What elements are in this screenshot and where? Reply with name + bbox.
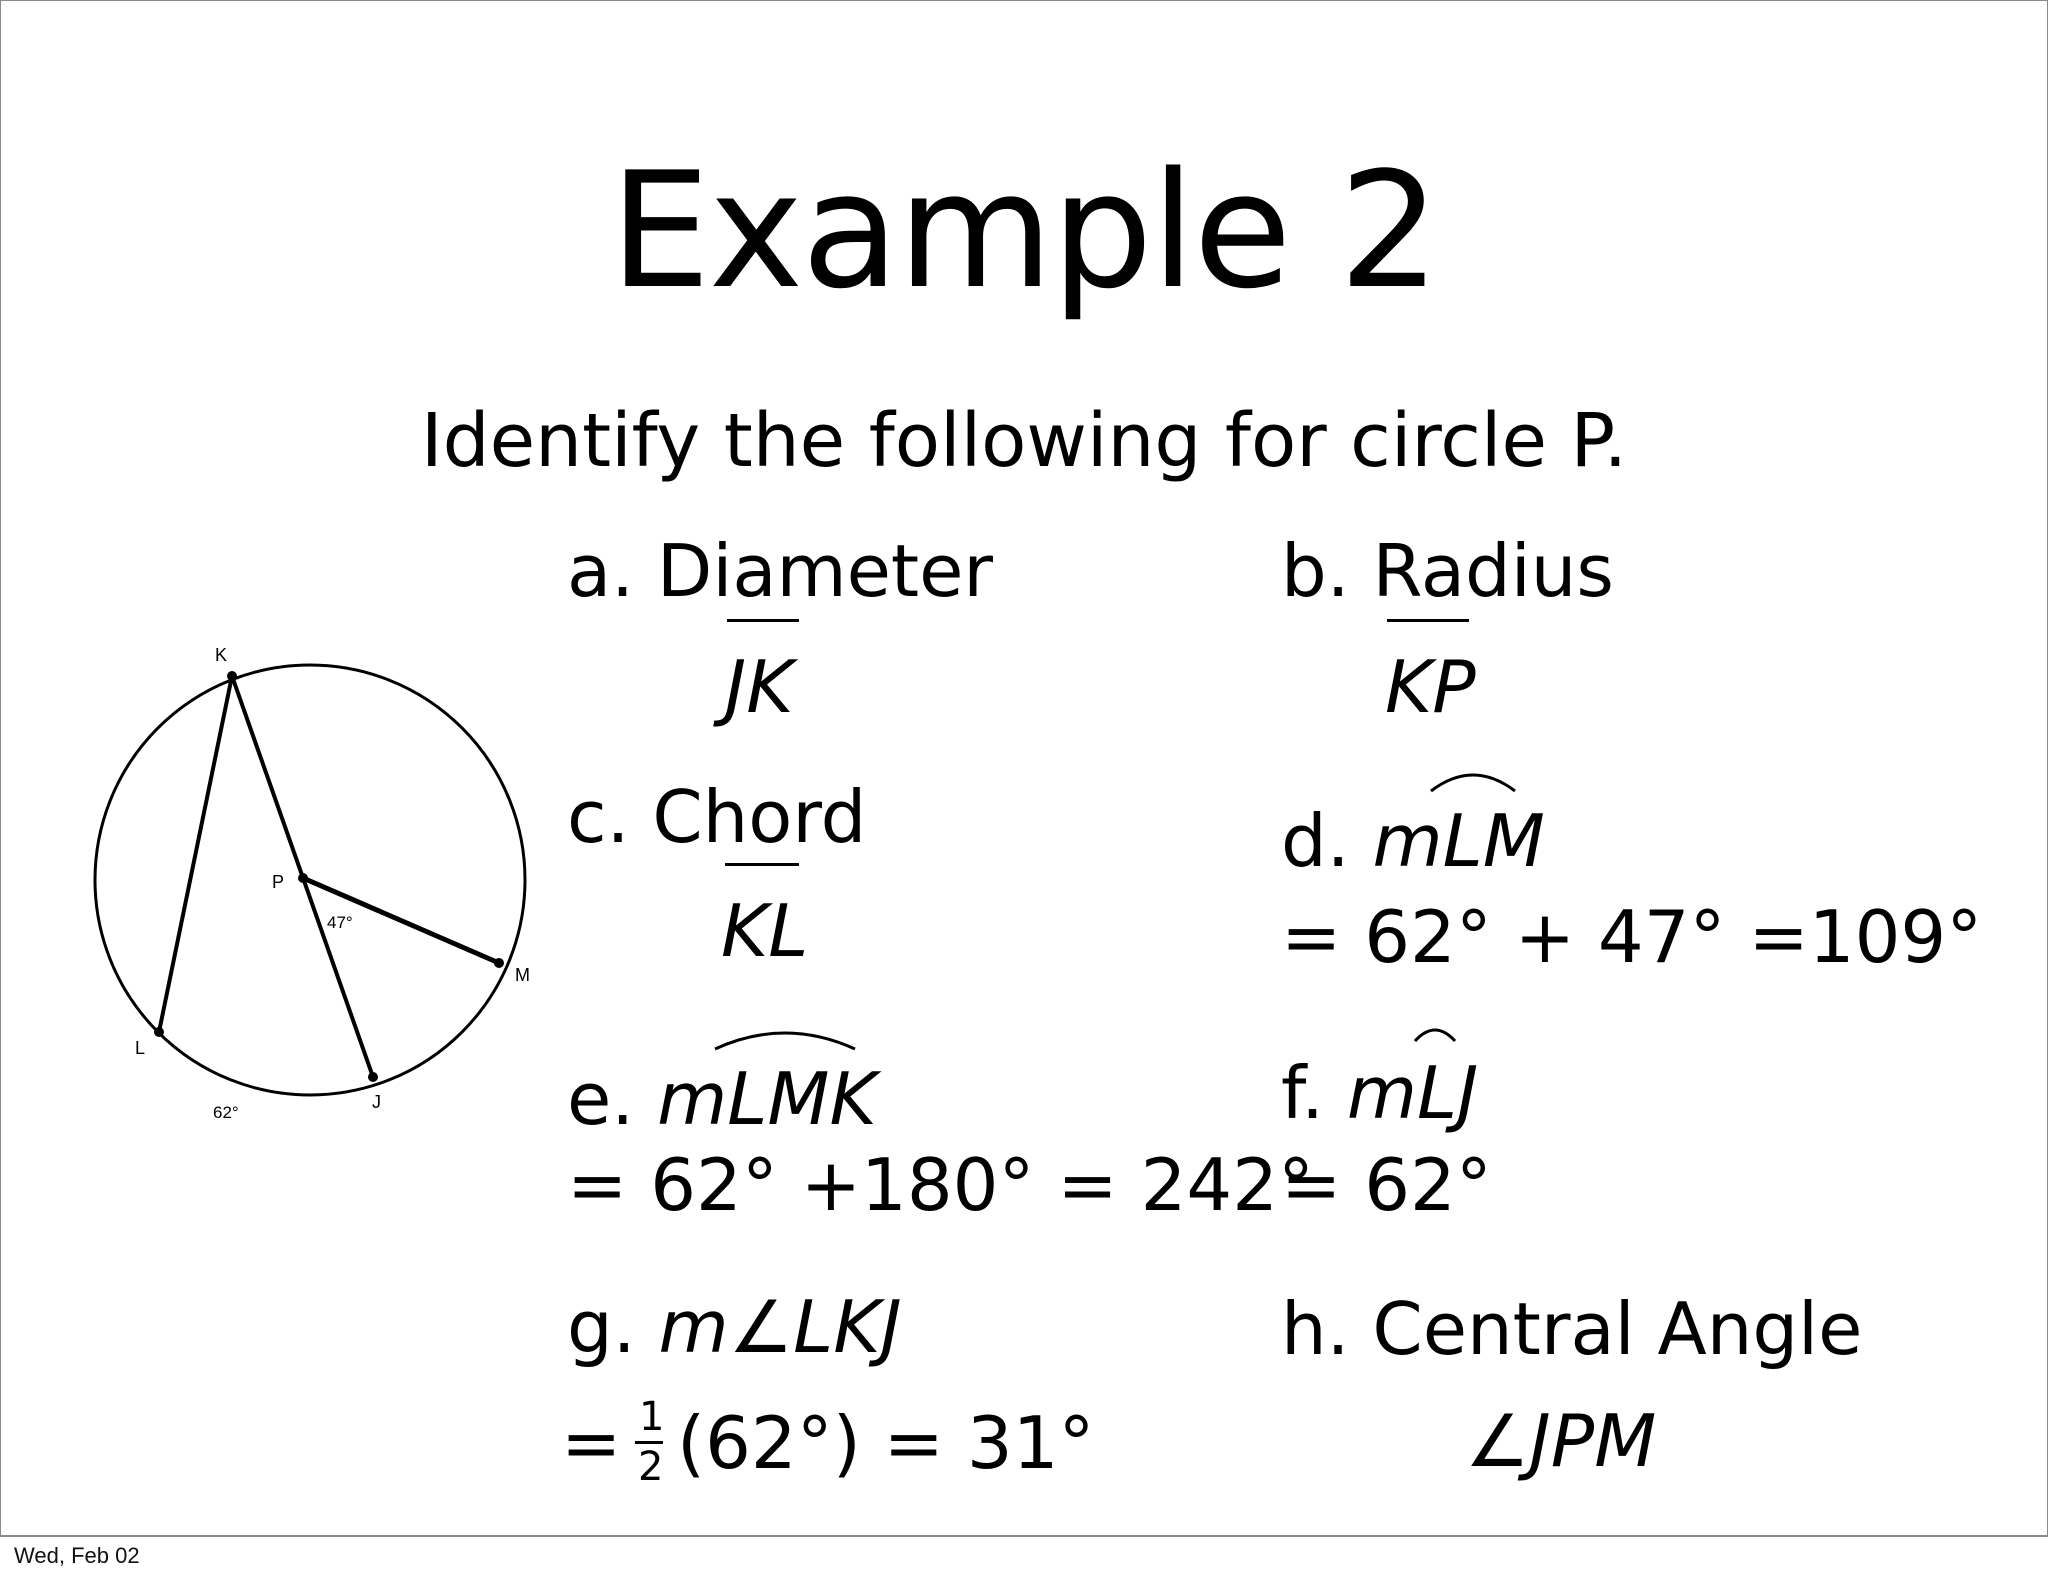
item-g-answer: (62°) = 31° [677,1401,1095,1485]
label-k: K [215,645,227,665]
slide: Example 2 Identify the following for cir… [0,0,2048,1536]
label-j: J [372,1092,381,1112]
item-h-prefix: h. [1281,1287,1350,1371]
item-d-label: d. mLM [1281,801,1545,881]
item-d-text: mLM [1372,799,1545,883]
item-d-answer: = 62° + 47° =109° [1281,895,1983,979]
item-g-label: g. m∠LKJ [567,1287,902,1367]
item-e-answer: = 62° +180° = 242° [567,1143,1314,1227]
arc-label: 62° [213,1103,239,1122]
point-m [494,958,504,968]
item-c-prefix: c. [567,775,630,859]
slide-title: Example 2 [609,137,1441,324]
item-a-overline [727,619,799,622]
item-g-frac-num: 1 [639,1394,665,1440]
item-c-text: Chord [652,775,867,859]
point-l [154,1027,164,1037]
point-k [227,671,237,681]
item-b-overline [1387,619,1469,622]
item-a-prefix: a. [567,529,635,613]
label-p: P [272,872,284,892]
item-d-prefix: d. [1281,799,1350,883]
item-f-label: f. mLJ [1281,1053,1478,1133]
item-h-answer: ∠JPM [1465,1399,1657,1483]
item-g-frac-bar [635,1441,663,1444]
item-g-answer-eq: = [561,1401,622,1485]
item-g-prefix: g. [567,1285,636,1369]
footer-bar: Wed, Feb 02 [0,1536,2048,1577]
item-g-frac-den: 2 [638,1444,664,1490]
item-b-prefix: b. [1281,529,1350,613]
angle-label: 47° [327,913,353,932]
item-e-label: e. mLMK [567,1059,877,1139]
item-e-arc-mark [714,1031,856,1051]
item-a-text: Diameter [656,529,994,613]
item-c-overline [725,863,799,866]
item-e-prefix: e. [567,1057,635,1141]
footer-date: Wed, Feb 02 [14,1543,140,1568]
item-d-arc-mark [1430,773,1516,793]
item-f-prefix: f. [1281,1051,1324,1135]
item-a-answer: JK [725,645,794,729]
point-p [298,873,308,883]
item-c-answer: KL [721,889,809,973]
item-h-text: Central Angle [1372,1287,1863,1371]
item-b-label: b. Radius [1281,531,1614,611]
slide-subtitle: Identify the following for circle P. [1,401,2047,481]
circle-diagram: K P M L J 47° 62° [93,645,530,1122]
item-b-answer: KP [1385,645,1476,729]
radius-pm [302,875,500,966]
item-b-text: Radius [1372,529,1614,613]
item-g-text: m∠LKJ [658,1285,902,1369]
item-f-arc-mark [1413,1028,1457,1043]
label-l: L [135,1038,145,1058]
item-f-answer: = 62° [1281,1143,1492,1227]
item-h-label: h. Central Angle [1281,1289,1862,1369]
point-j [368,1072,378,1082]
chord-kl [157,675,234,1033]
circle-p [93,663,527,1097]
item-a-label: a. Diameter [567,531,993,611]
item-c-label: c. Chord [567,777,866,857]
label-m: M [515,965,530,985]
item-e-text: mLMK [657,1057,877,1141]
item-f-text: mLJ [1346,1051,1479,1135]
subtitle-text: Identify the following for circle P. [420,398,1628,484]
